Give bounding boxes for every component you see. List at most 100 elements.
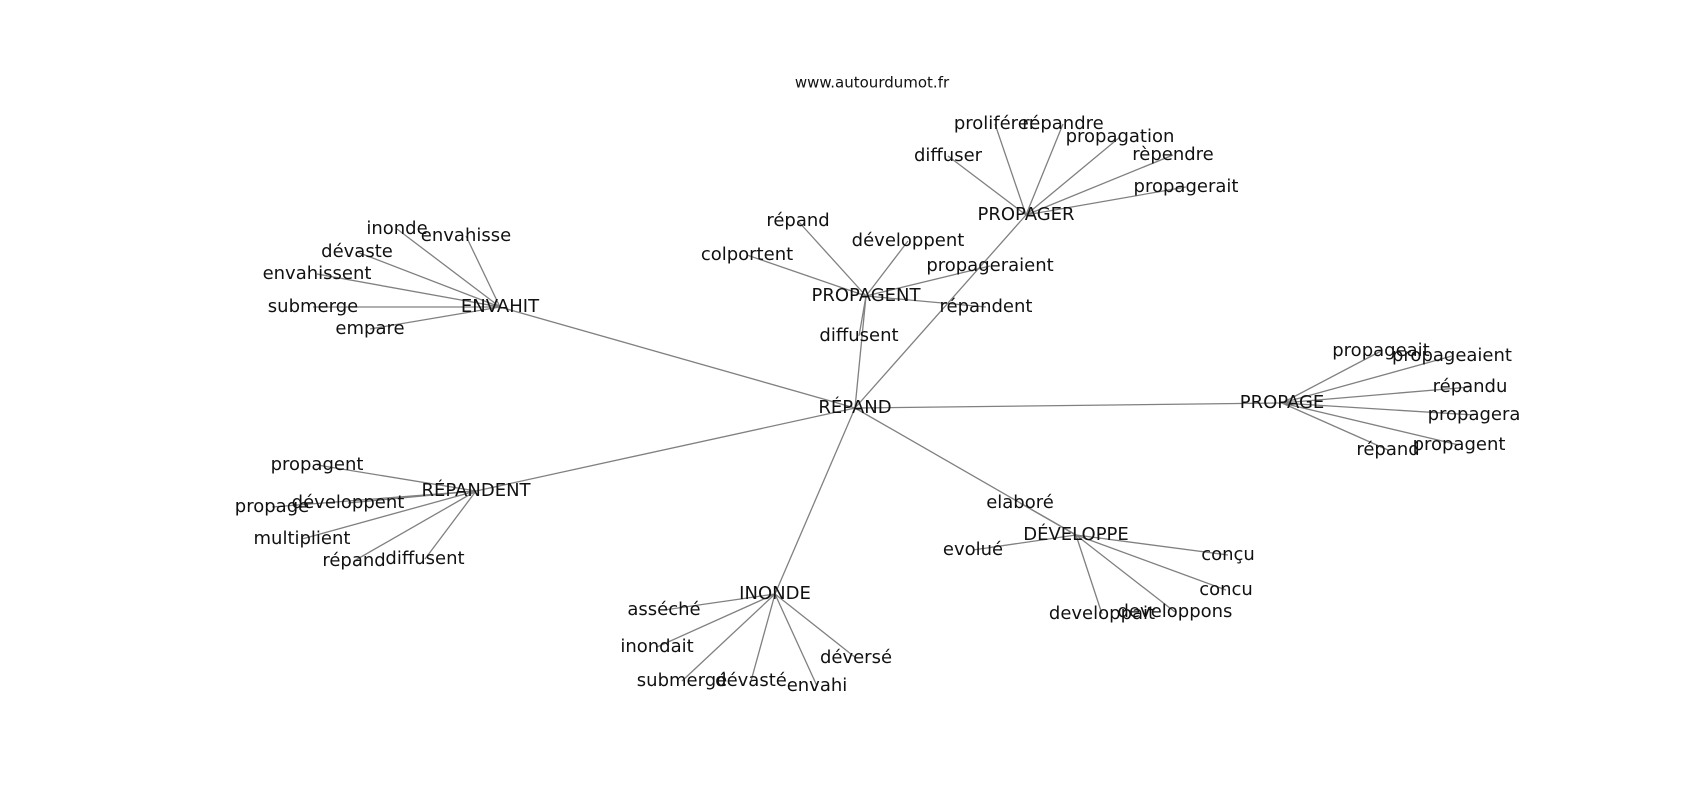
leaf-word-node: propage (235, 496, 309, 517)
leaf-word-node: répand (322, 550, 385, 571)
center-hub-edge (774, 407, 856, 595)
leaf-word-node: dévasté (715, 670, 787, 691)
leaf-word-node: développent (852, 230, 965, 251)
hub-leaf-edge (1075, 534, 1229, 556)
leaf-word-node: propagent (271, 454, 364, 475)
center-hub-edge (475, 407, 856, 492)
leaf-word-node: dévaste (321, 241, 393, 262)
graph-labels: www.autourdumot.fr RÉPAND PROPAGER prolifé… (235, 74, 1521, 697)
hub-leaf-edge (353, 490, 477, 562)
leaf-word-node: evolué (943, 539, 1003, 560)
hub-leaf-edge (865, 265, 991, 297)
hub-leaf-edge (656, 593, 776, 648)
hub-leaf-edge (1025, 154, 1174, 216)
hub-leaf-edge (1025, 186, 1187, 216)
leaf-word-node: rèpendre (1132, 144, 1214, 165)
center-word-node: RÉPAND (818, 396, 891, 418)
hub-leaf-edge (774, 593, 818, 687)
leaf-word-node: répandu (1433, 376, 1508, 397)
leaf-word-node: déversé (820, 647, 892, 668)
hub-word-node: DÉVELOPPE (1023, 523, 1129, 545)
center-hub-edge (854, 295, 867, 409)
hub-leaf-edge (369, 306, 501, 330)
hub-leaf-edge (681, 593, 776, 682)
hub-word-node: RÉPANDENT (421, 479, 531, 501)
leaf-word-node: propagerait (1134, 176, 1239, 197)
hub-leaf-edge (1281, 402, 1389, 451)
hub-leaf-edge (1019, 502, 1077, 536)
graph-edges (271, 123, 1475, 687)
leaf-word-node: submerge (268, 296, 358, 317)
leaf-word-node: developpons (1118, 601, 1233, 622)
leaf-word-node: envahissent (263, 263, 372, 284)
hub-leaf-edge (316, 464, 477, 492)
hub-leaf-edge (947, 155, 1027, 216)
leaf-word-node: elaboré (986, 492, 1054, 513)
leaf-word-node: envahisse (421, 225, 511, 246)
hub-word-node: ENVAHIT (461, 296, 540, 317)
hub-leaf-edge (1281, 402, 1460, 446)
hub-leaf-edge (865, 240, 909, 297)
leaf-word-node: diffuser (914, 145, 983, 166)
leaf-word-node: propageait (1332, 340, 1430, 361)
hub-leaf-edge (465, 235, 501, 308)
hub-leaf-edge (1075, 534, 1103, 615)
leaf-word-node: propageaient (1392, 345, 1512, 366)
leaf-word-node: conçu (1201, 544, 1255, 565)
hub-leaf-edge (663, 593, 776, 611)
leaf-word-node: répand (766, 210, 829, 231)
hub-leaf-edge (750, 593, 776, 682)
hub-word-node: PROPAGENT (811, 285, 921, 306)
leaf-word-node: envahi (787, 675, 848, 696)
leaf-word-node: developpait (1049, 603, 1155, 624)
hub-leaf-edge (301, 490, 477, 540)
leaf-word-node: multiplient (254, 528, 351, 549)
leaf-word-node: développent (292, 492, 405, 513)
hub-leaf-edge (1075, 534, 1227, 591)
hub-leaf-edge (396, 228, 501, 308)
leaf-word-node: proliférer (954, 113, 1037, 134)
hub-word-node: PROPAGER (977, 204, 1074, 225)
hub-leaf-edge (865, 295, 987, 308)
hub-leaf-edge (1025, 136, 1121, 216)
hub-leaf-edge (1281, 355, 1453, 404)
leaf-word-node: inondait (620, 636, 693, 657)
leaf-word-node: répand (1356, 439, 1419, 460)
leaf-word-node: propagera (1428, 404, 1521, 425)
hub-word-node: PROPAGE (1240, 392, 1325, 413)
hub-leaf-edge (746, 254, 867, 297)
site-url-label: www.autourdumot.fr (795, 74, 950, 92)
center-hub-edge (854, 402, 1283, 409)
hub-leaf-edge (994, 123, 1027, 216)
hub-word-node: INONDE (739, 583, 811, 604)
hub-leaf-edge (774, 593, 857, 659)
leaf-word-node: empare (335, 318, 404, 339)
hub-leaf-edge (316, 273, 501, 308)
hub-leaf-edge (972, 534, 1077, 551)
center-hub-edge (499, 306, 856, 409)
center-hub-edge (854, 214, 1027, 409)
hub-leaf-edge (797, 220, 867, 297)
hub-leaf-edge (858, 295, 867, 337)
hub-leaf-edge (1025, 123, 1064, 216)
leaf-word-node: propagation (1066, 126, 1175, 147)
leaf-word-node: asséché (627, 599, 700, 620)
leaf-word-node: submergé (637, 670, 727, 691)
hub-leaf-edge (356, 251, 501, 308)
leaf-word-node: colportent (701, 244, 793, 265)
leaf-word-node: diffusent (819, 325, 898, 346)
hub-leaf-edge (347, 490, 477, 504)
leaf-word-node: propageraient (926, 255, 1053, 276)
hub-leaf-edge (1075, 534, 1176, 613)
leaf-word-node: inonde (366, 218, 427, 239)
hub-leaf-edge (1281, 402, 1475, 416)
leaf-word-node: propagent (1413, 434, 1506, 455)
hub-leaf-edge (1281, 350, 1382, 404)
leaf-word-node: répandre (1022, 113, 1103, 134)
leaf-word-node: concu (1199, 579, 1253, 600)
leaf-word-node: répandent (940, 296, 1033, 317)
hub-leaf-edge (424, 490, 477, 560)
leaf-word-node: diffusent (385, 548, 464, 569)
hub-leaf-edge (1281, 386, 1471, 404)
